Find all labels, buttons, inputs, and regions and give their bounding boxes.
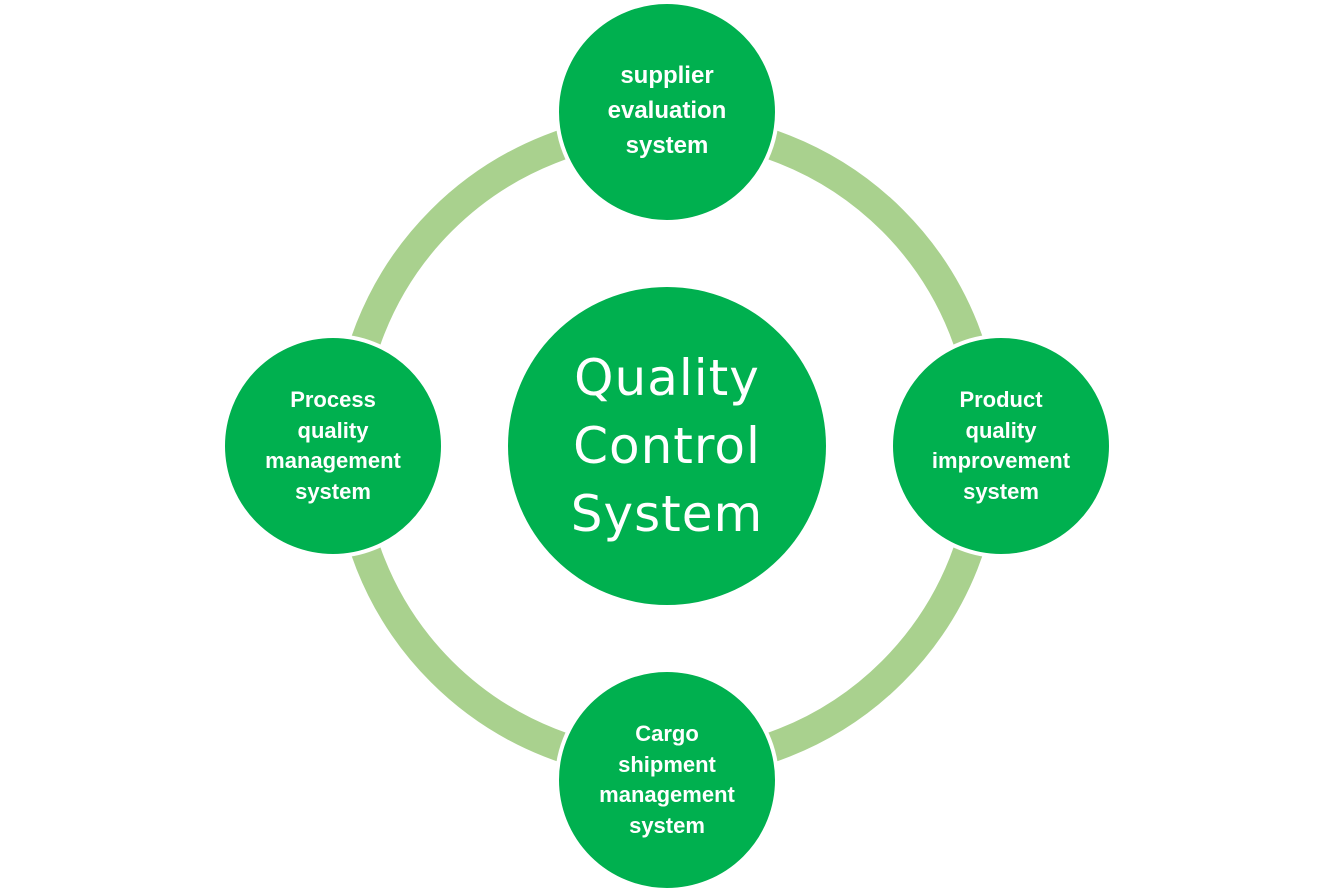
node-product-quality-improvement: Product quality improvement system	[889, 334, 1113, 558]
center-title: Quality Control System	[570, 349, 764, 543]
node-label: Product quality improvement system	[931, 387, 1071, 504]
node-label: Cargo shipment management system	[599, 721, 735, 838]
node-cargo-shipment-management: Cargo shipment management system	[555, 668, 779, 892]
node-label: supplier evaluation system	[607, 61, 727, 159]
node-supplier-evaluation: supplier evaluation system	[555, 0, 779, 224]
node-label: Process quality management system	[265, 387, 401, 504]
node-quality-control-system: Quality Control System	[508, 287, 826, 605]
node-process-quality-management: Process quality management system	[221, 334, 445, 558]
